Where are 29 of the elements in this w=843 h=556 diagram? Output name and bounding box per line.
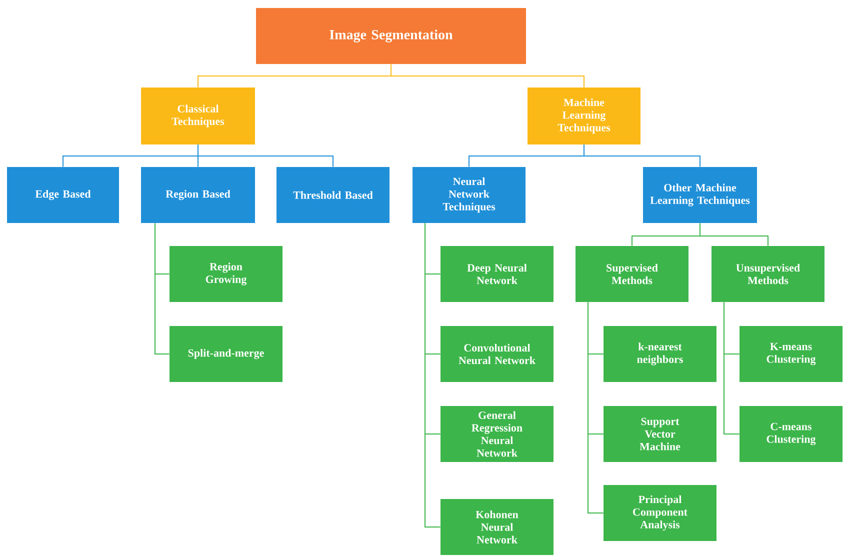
technique-box: Kohonen Neural Network: [440, 499, 554, 555]
technique-box: C-means Clustering: [740, 406, 842, 462]
technique-box: Principal Component Analysis: [604, 485, 716, 541]
method-box: Other Machine Learning Techniques: [643, 167, 757, 223]
connector-line: [584, 144, 700, 168]
title-box: Image Segmentation: [256, 8, 526, 64]
method-box: Edge Based: [7, 167, 119, 223]
technique-box: General Regression Neural Network: [440, 406, 554, 462]
technique-box: K-means Clustering: [740, 326, 842, 382]
method-box: Threshold Based: [276, 167, 390, 223]
technique-box: Support Vector Machine: [604, 406, 716, 462]
technique-box: Convolutional Neural Network: [440, 326, 554, 382]
connector-line: [588, 302, 604, 514]
technique-box: k-nearest neighbors: [604, 326, 716, 382]
connector-line: [724, 302, 740, 434]
connector-line: [424, 222, 441, 528]
method-box: Neural Network Techniques: [412, 167, 526, 223]
connector-line: [390, 64, 584, 88]
technique-box: Deep Neural Network: [440, 246, 554, 302]
method-box: Region Based: [141, 167, 255, 223]
technique-box: Supervised Methods: [576, 246, 688, 302]
category-box: Machine Learning Techniques: [528, 88, 640, 144]
connector-line: [700, 222, 768, 246]
connector-line: [154, 222, 170, 354]
connector-line: [198, 144, 334, 168]
technique-box: Split-and-merge: [170, 326, 282, 382]
category-box: Classical Techniques: [141, 88, 255, 144]
technique-box: Region Growing: [170, 246, 282, 302]
technique-box: Unsupervised Methods: [712, 246, 824, 302]
